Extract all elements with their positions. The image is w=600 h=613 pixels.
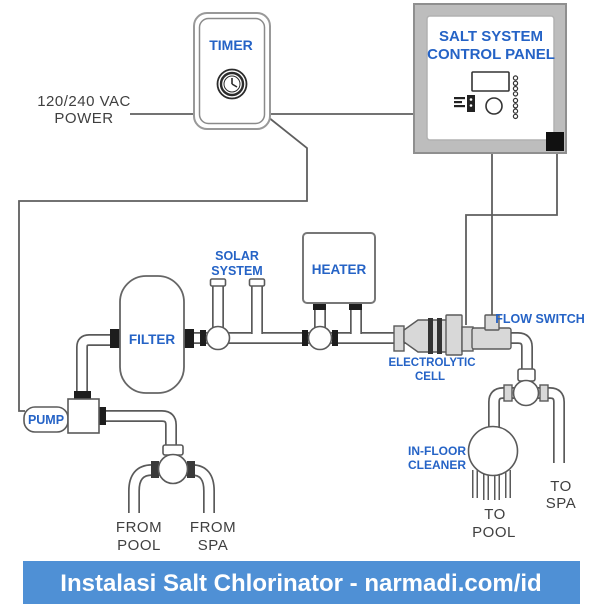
panel-vent-holes bbox=[512, 75, 519, 120]
panel-knob bbox=[485, 97, 503, 115]
to-spa-label-line1: TO bbox=[550, 478, 572, 495]
return-3way-valve bbox=[512, 379, 540, 407]
to-pool-label-line2: POOL bbox=[472, 524, 516, 541]
timer-label: TIMER bbox=[209, 37, 253, 53]
to-pool-label-line1: TO bbox=[484, 506, 506, 523]
from-pool-label-line1: FROM bbox=[116, 519, 162, 536]
pump-body bbox=[23, 398, 100, 434]
heater-bottom-left-union bbox=[313, 301, 326, 310]
solar-pipe-2-flare bbox=[248, 278, 266, 287]
banner bbox=[23, 561, 580, 604]
panel-corner-block bbox=[546, 132, 564, 151]
wire-timer-to-pump bbox=[18, 116, 308, 412]
suction-valve-left-union bbox=[151, 461, 159, 478]
filter-right-union bbox=[184, 329, 194, 348]
return-valve-left-coupling bbox=[503, 384, 513, 402]
filter-body bbox=[119, 275, 185, 394]
solar-pipe-1-flare bbox=[209, 278, 227, 287]
pump-right-union bbox=[97, 407, 106, 425]
power-label-line1: 120/240 VAC bbox=[37, 93, 131, 110]
flow-switch-fitting bbox=[471, 314, 512, 350]
to-spa-label-line2: SPA bbox=[546, 495, 576, 512]
heater-body bbox=[302, 232, 376, 304]
heater-bottom-right-union bbox=[349, 301, 362, 310]
filter-label: FILTER bbox=[129, 332, 175, 347]
cleaner-legs bbox=[472, 470, 511, 500]
return-valve-collar bbox=[517, 368, 536, 382]
filter-left-union bbox=[110, 329, 120, 348]
heater-label: HEATER bbox=[312, 262, 367, 277]
from-spa-label-line1: FROM bbox=[190, 519, 236, 536]
power-label-line2: POWER bbox=[54, 110, 113, 127]
heater-valve bbox=[307, 325, 333, 351]
suction-valve-cap bbox=[162, 444, 184, 456]
cleaner-label-line2: CLEANER bbox=[408, 458, 466, 472]
suction-valve-right-union bbox=[187, 461, 195, 478]
solar-valve bbox=[205, 325, 231, 351]
electrolytic-cell-body bbox=[393, 314, 474, 356]
timer-clock-icon bbox=[216, 68, 248, 100]
heater-valve-left-union bbox=[302, 330, 308, 346]
flow-switch-label: FLOW SWITCH bbox=[495, 312, 585, 326]
from-spa-label-line2: SPA bbox=[198, 537, 228, 554]
electrolytic-label-line2: CELL bbox=[415, 371, 445, 383]
cleaner-label-line1: IN-FLOOR bbox=[408, 444, 466, 458]
return-valve-right-coupling bbox=[539, 384, 549, 402]
wire-panel-to-cell bbox=[465, 151, 558, 325]
pump-top-union bbox=[74, 391, 91, 400]
heater-valve-right-union bbox=[332, 330, 338, 346]
in-floor-cleaner-body bbox=[467, 425, 519, 477]
panel-display bbox=[471, 71, 510, 92]
pipe-to-spa bbox=[538, 393, 559, 463]
pipe-pump-outlet bbox=[98, 416, 171, 450]
panel-button-icons bbox=[454, 95, 475, 112]
solar-label-line1: SOLAR bbox=[215, 249, 259, 263]
from-pool-label-line2: POOL bbox=[117, 537, 161, 554]
pump-label: PUMP bbox=[28, 413, 64, 427]
suction-3way-valve bbox=[157, 453, 189, 485]
control-panel-label-line1: SALT SYSTEM bbox=[439, 28, 543, 45]
banner-text: Instalasi Salt Chlorinator - narmadi.com… bbox=[60, 570, 541, 597]
solar-label-line2: SYSTEM bbox=[211, 264, 262, 278]
main-pipe-union bbox=[200, 330, 206, 346]
control-panel-label-line2: CONTROL PANEL bbox=[427, 46, 555, 63]
electrolytic-label-line1: ELECTROLYTIC bbox=[388, 357, 475, 369]
